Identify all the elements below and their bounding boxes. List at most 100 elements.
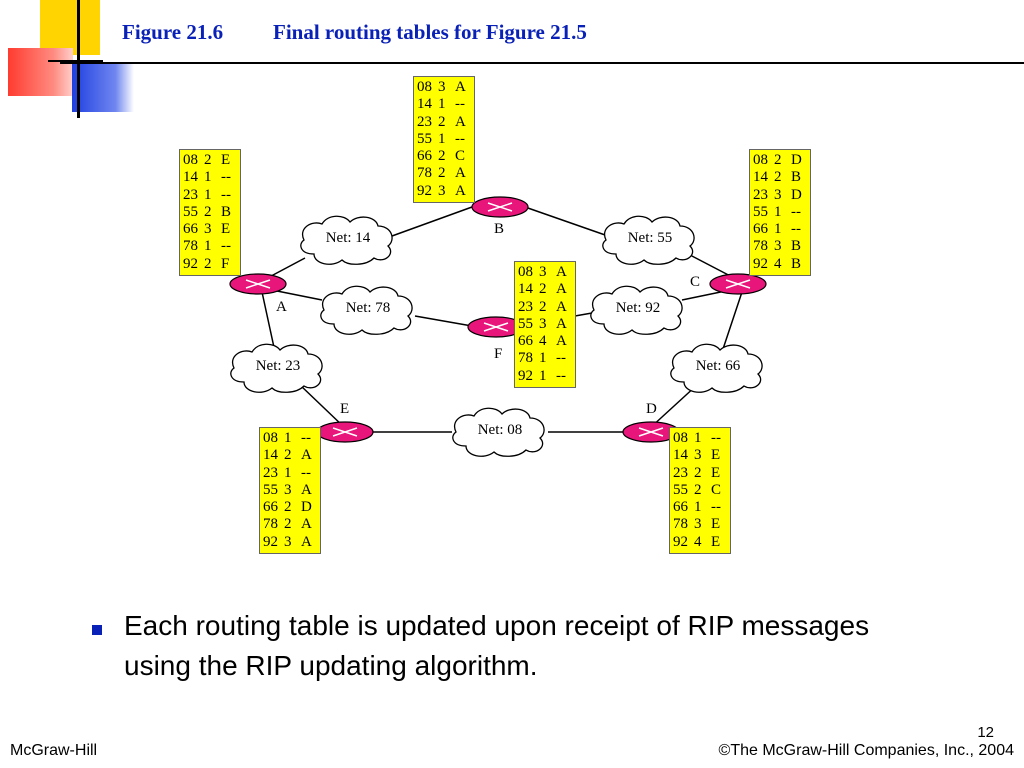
cloud-net55-icon [602, 215, 695, 265]
destination-cell: 66 [417, 148, 432, 165]
destination-cell: 78 [183, 238, 198, 255]
cloud-net78-icon [320, 285, 413, 335]
cloud-net08-icon [452, 407, 545, 457]
link-net78-f [414, 315, 473, 327]
net-label-14: Net: 14 [325, 230, 371, 246]
hop-count-cell: 3 [694, 447, 702, 464]
next-router-cell: -- [791, 221, 801, 238]
router-c-icon [709, 273, 767, 295]
hop-count-cell: 1 [774, 221, 782, 238]
link-net14-b [391, 206, 473, 237]
deco-vertical-line [77, 0, 80, 118]
destination-cell: 08 [753, 152, 768, 168]
deco-blue-square [72, 62, 134, 112]
router-label-f: F [494, 346, 503, 362]
hop-count-cell: 1 [284, 430, 292, 446]
destination-cell: 55 [673, 481, 688, 498]
hop-count-cell: 3 [774, 238, 782, 255]
hop-count-cell: 2 [284, 499, 292, 516]
destination-cell: 55 [263, 481, 278, 498]
hop-count-cell: 2 [774, 152, 782, 168]
destination-cell: 55 [417, 130, 432, 147]
next-router-cell: D [791, 186, 802, 203]
destination-cell: 66 [183, 221, 198, 238]
router-label-c: C [690, 274, 701, 290]
destination-cell: 78 [673, 516, 688, 533]
router-b-icon [471, 196, 529, 218]
destination-cell: 66 [518, 333, 533, 350]
router-f-icon [467, 316, 525, 338]
next-router-cell: E [711, 516, 721, 533]
hop-count-cell: 1 [204, 169, 212, 186]
next-router-cell: -- [556, 350, 566, 367]
title-rule [60, 62, 1024, 64]
hop-count-cell: 1 [204, 186, 212, 203]
next-router-cell: -- [556, 367, 566, 384]
hop-count-cell: 3 [539, 315, 547, 332]
destination-cell: 78 [417, 165, 432, 182]
hop-count-cell: 2 [284, 516, 292, 533]
footer-publisher: McGraw-Hill [10, 742, 98, 759]
link-net23-e [299, 384, 346, 429]
link-b-net55 [524, 206, 609, 237]
hop-count-cell: 1 [774, 203, 782, 220]
hop-count-cell: 1 [438, 130, 446, 147]
hop-count-cell: 1 [694, 499, 702, 516]
next-router-cell: -- [455, 130, 465, 147]
hop-count-cell: 2 [774, 169, 782, 186]
next-router-cell: A [301, 533, 312, 550]
hop-count-cell: 1 [438, 96, 446, 113]
hop-count-cell: 3 [204, 221, 212, 238]
cloud-net66-icon [670, 343, 763, 393]
hop-count-cell: 3 [438, 79, 446, 95]
next-router-cell: -- [711, 499, 721, 516]
hop-count-cell: 2 [694, 464, 702, 481]
destination-cell: 55 [183, 203, 198, 220]
net-label-92: Net: 92 [615, 300, 661, 316]
net-label-55: Net: 55 [627, 230, 673, 246]
hop-count-cell: 2 [438, 113, 446, 130]
hop-count-cell: 2 [438, 148, 446, 165]
bullet-marker [92, 625, 102, 635]
destination-cell: 66 [263, 499, 278, 516]
net-label-78: Net: 78 [345, 300, 391, 316]
next-router-cell: B [791, 255, 802, 272]
link-c-net66 [721, 291, 743, 353]
next-router-cell: A [301, 447, 312, 464]
next-router-cell: -- [301, 464, 311, 481]
hop-count-cell: 3 [284, 481, 292, 498]
destination-cell: 08 [518, 264, 533, 280]
destination-cell: 92 [753, 255, 768, 272]
hop-count-cell: 1 [539, 350, 547, 367]
next-router-cell: A [455, 113, 466, 130]
cloud-net14-icon [300, 215, 393, 265]
destination-cell: 55 [518, 315, 533, 332]
hop-count-cell: 2 [204, 152, 212, 168]
next-router-cell: A [556, 264, 567, 280]
next-router-cell: C [455, 148, 466, 165]
hop-count-cell: 3 [539, 264, 547, 280]
routers [229, 196, 767, 443]
next-router-cell: E [221, 221, 231, 238]
destination-cell: 23 [673, 464, 688, 481]
destination-cell: 23 [417, 113, 432, 130]
destination-cell: 23 [518, 298, 533, 315]
next-router-cell: -- [711, 430, 721, 446]
figure-caption: Final routing tables for Figure 21.5 [273, 20, 587, 44]
cloud-net92-icon [590, 285, 683, 335]
